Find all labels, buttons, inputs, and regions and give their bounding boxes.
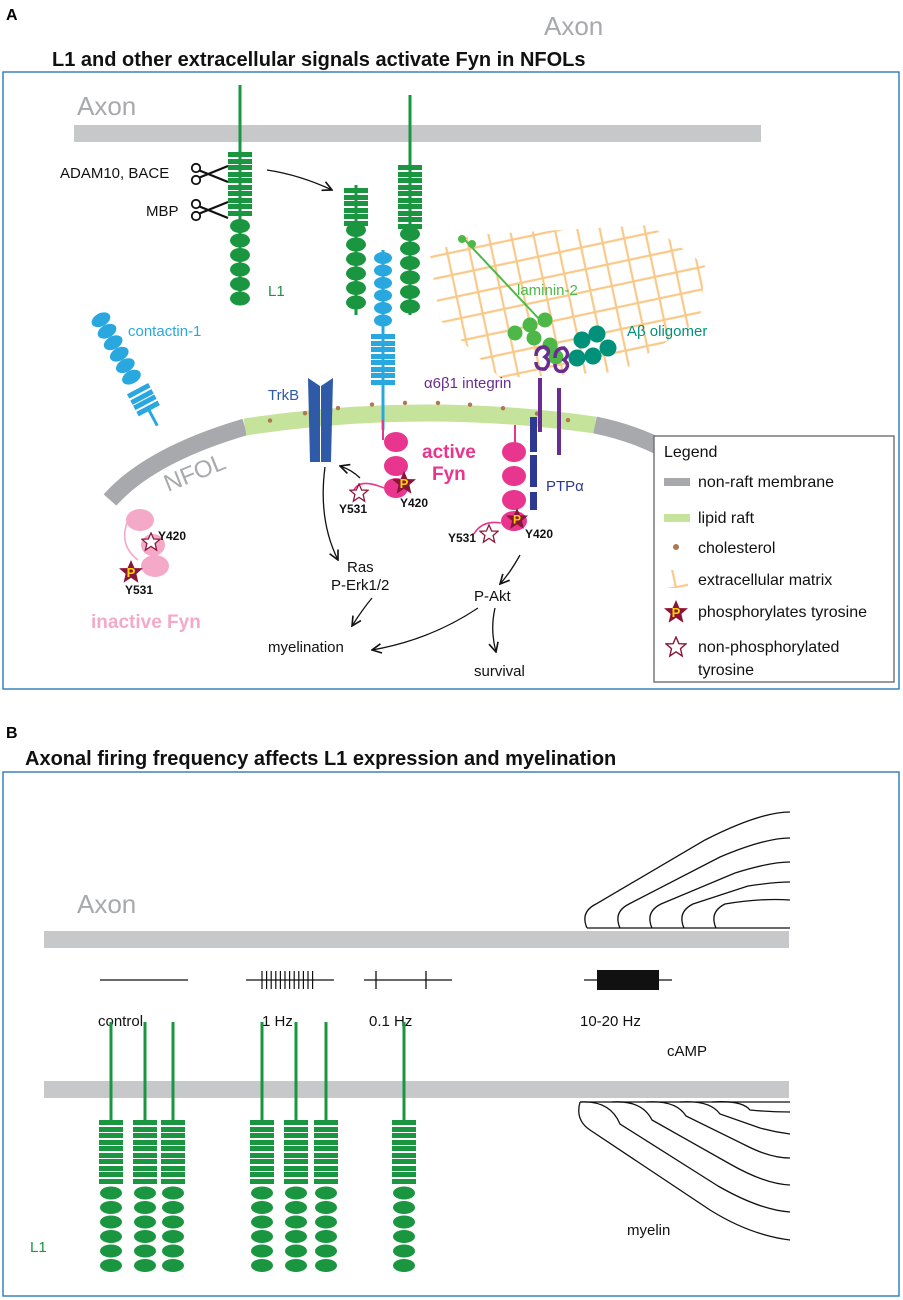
- y531-label-right: Y531: [448, 531, 476, 545]
- 1hz-spikes: [261, 971, 314, 989]
- control-label: control: [98, 1013, 143, 1030]
- extracellular-matrix-mesh: [430, 225, 705, 378]
- panel-b-title: Axonal firing frequency affects L1 expre…: [25, 748, 616, 770]
- akt-to-survival-arrow: [493, 607, 496, 652]
- axon-membrane-b-top: [44, 931, 789, 948]
- y531-label-center: Y531: [339, 502, 367, 516]
- legend-item: non-raft membrane: [698, 474, 834, 491]
- axon-label-a: Axon: [77, 91, 136, 121]
- contactin-1-left: [91, 312, 160, 427]
- trkb-to-ras-arrow: [322, 466, 338, 560]
- lipid-raft: [243, 404, 597, 436]
- myelin-bottom: [578, 1101, 791, 1241]
- trkb-label: TrkB: [268, 387, 299, 404]
- legend-item: extracellular matrix: [698, 572, 832, 589]
- legend-title: Legend: [664, 444, 717, 461]
- legend-item: cholesterol: [698, 540, 775, 557]
- akt-to-myelination-arrow: [372, 607, 479, 650]
- active-fyn-center: [353, 420, 408, 498]
- legend-item: tyrosine: [698, 662, 754, 679]
- l1-protein-top: [228, 85, 252, 306]
- a6b1-integrin: [534, 345, 570, 455]
- panel-a-letter: A: [6, 7, 18, 24]
- panel-a-frame: [2, 71, 900, 690]
- inactive-fyn-label: inactive Fyn: [91, 612, 201, 633]
- trkb-receptor: [308, 378, 333, 462]
- non-phosphorylated-star-icon: [479, 524, 499, 543]
- abeta-oligomer-label: Aβ oligomer: [627, 323, 707, 340]
- axon-membrane-a: [74, 125, 761, 142]
- active-fyn-label-1: active: [422, 442, 476, 463]
- laminin-2: [458, 235, 564, 365]
- p-akt-label: P-Akt: [474, 588, 512, 605]
- phosphorylated-star-icon: [119, 560, 143, 583]
- 1hz-label: 1 Hz: [262, 1013, 293, 1030]
- myelin-label: myelin: [627, 1222, 670, 1239]
- camp-label: cAMP: [667, 1043, 707, 1060]
- 0-1hz-firing-trace: [364, 971, 452, 989]
- legend-item: phosphorylates tyrosine: [698, 604, 867, 621]
- legend-swatch-non-raft: [664, 478, 690, 486]
- fyn-to-akt-arrow: [500, 554, 521, 584]
- survival-label: survival: [474, 663, 525, 680]
- 10-20hz-label: 10-20 Hz: [580, 1013, 641, 1030]
- panel-b-letter: B: [6, 725, 18, 742]
- legend: Legend non-raft membrane lipid raft chol…: [653, 435, 895, 683]
- erk-to-myelination-arrow: [352, 597, 373, 626]
- mbp-label: MBP: [146, 203, 179, 220]
- ptp-alpha-label: PTPα: [546, 478, 584, 495]
- non-raft-membrane-right: [593, 416, 664, 455]
- l1-fragment-b: [398, 95, 422, 315]
- legend-swatch-ecm: [664, 570, 688, 588]
- y420-label-center: Y420: [400, 496, 428, 510]
- y420-label-right: Y420: [525, 527, 553, 541]
- 0-1hz-label: 0.1 Hz: [369, 1013, 412, 1030]
- l1-label-a: L1: [268, 283, 285, 300]
- ras-label: Ras: [347, 559, 374, 576]
- contactin-1-label: contactin-1: [128, 323, 201, 340]
- myelination-label: myelination: [268, 639, 344, 656]
- legend-swatch-cholesterol: [673, 544, 679, 550]
- non-raft-membrane-left: [103, 418, 248, 506]
- active-fyn-label-2: Fyn: [432, 464, 466, 485]
- legend-item: non-phosphorylated: [698, 639, 839, 656]
- l1-fragment-a: [344, 185, 368, 315]
- axon-top-label: Axon: [544, 11, 603, 41]
- panel-a-title: L1 and other extracellular signals activ…: [52, 49, 586, 71]
- fyn-to-trkb-arrow: [340, 466, 361, 479]
- scissors-icon: [190, 198, 230, 222]
- legend-item: lipid raft: [698, 510, 755, 527]
- ptp-alpha: [530, 417, 537, 510]
- shedding-arrow: [266, 169, 332, 190]
- l1-proteins-panel-b: [99, 1022, 416, 1272]
- a6b1-integrin-label: α6β1 integrin: [424, 375, 511, 392]
- adam10-bace-label: ADAM10, BACE: [60, 165, 169, 182]
- scissors-icon: [190, 162, 230, 186]
- laminin-2-label: laminin-2: [517, 282, 578, 299]
- abeta-oligomer: [568, 325, 617, 367]
- 10-20hz-firing-trace: [584, 970, 672, 990]
- non-phosphorylated-star-icon: [349, 483, 369, 502]
- l1-label-b: L1: [30, 1239, 47, 1256]
- myelin-top: [584, 811, 791, 929]
- panel-b-frame: [2, 771, 900, 1297]
- y531-label-inactive: Y531: [125, 583, 153, 597]
- axon-membrane-b-bottom: [44, 1081, 789, 1098]
- axon-label-b: Axon: [77, 889, 136, 919]
- legend-swatch-raft: [664, 514, 690, 522]
- cholesterol-dots: [267, 400, 571, 423]
- contactin-1-center: [371, 250, 395, 430]
- p-erk-label: P-Erk1/2: [331, 577, 389, 594]
- y420-label-inactive: Y420: [158, 529, 186, 543]
- legend-box: [653, 435, 895, 683]
